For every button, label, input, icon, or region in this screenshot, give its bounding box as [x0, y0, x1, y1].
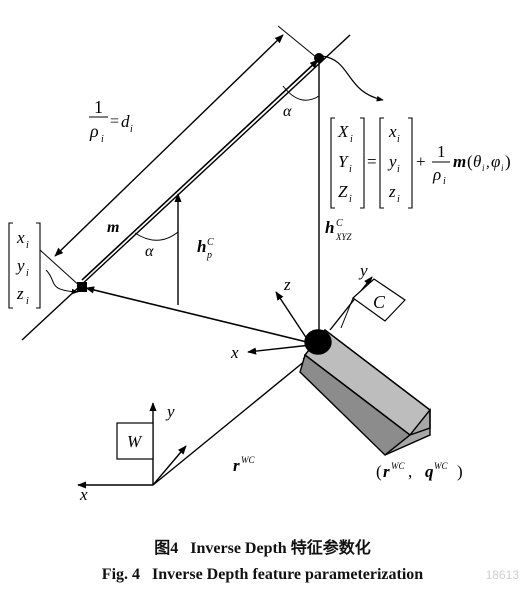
camera-x-axis — [247, 344, 312, 355]
inv-rho-equals: = — [110, 113, 119, 130]
h-p-sub: p — [206, 250, 212, 261]
feature-x-sub: i — [26, 240, 29, 251]
world-y-label: y — [165, 402, 175, 421]
feature-point-marker — [77, 282, 87, 292]
camera-z-axis — [275, 291, 312, 346]
r-wc-label: r — [233, 456, 240, 475]
feature-z-sub: i — [26, 296, 29, 307]
eq-equals: = — [367, 152, 377, 171]
feature-y-sub: i — [26, 268, 29, 279]
dimension-tick-bottom — [39, 249, 83, 289]
eq-plus: + — [416, 152, 426, 171]
eq-comma: , — [486, 155, 490, 171]
r-wc-sup: WC — [241, 455, 255, 465]
depth-dimension-line — [54, 34, 284, 257]
eq-phi-sub: i — [501, 163, 504, 173]
eq-frac-den: ρ — [432, 165, 441, 184]
camera-z-label: z — [283, 275, 291, 294]
camera-y-label: y — [358, 261, 368, 280]
eq-X: X — [337, 122, 349, 141]
feature-x: x — [16, 228, 25, 247]
h-xyz-sup: C — [336, 218, 343, 229]
eq-z: z — [388, 182, 396, 201]
eq-Y-sub: i — [349, 164, 352, 175]
top-curly-arrow — [321, 55, 384, 102]
pose-close: ) — [457, 462, 463, 481]
eq-frac-num: 1 — [437, 142, 446, 161]
inv-rho-numerator: 1 — [94, 97, 103, 117]
eq-m: m — [453, 152, 466, 171]
world-W-label: W — [127, 432, 143, 451]
pose-sep: , — [408, 462, 412, 481]
depth-d-sub: i — [130, 124, 133, 135]
r-wc-vector — [152, 355, 312, 486]
pose-q: q — [425, 462, 434, 481]
world-x-label: x — [79, 485, 88, 504]
h-p-label: h — [197, 237, 206, 256]
pose-r-sup: WC — [391, 461, 405, 471]
inverse-depth-diagram: 1 ρ i = d i α α m h C p h C XYZ x i y i … — [8, 25, 511, 504]
feature-z: z — [16, 284, 24, 303]
m-vector-label: m — [107, 219, 119, 236]
camera-lens — [304, 329, 332, 355]
pose-open: ( — [376, 462, 382, 481]
feature-vector-brackets — [8, 222, 41, 309]
equation-brackets — [330, 117, 413, 209]
ray-line — [21, 34, 351, 341]
eq-phi: φ — [491, 152, 500, 171]
eq-y-sub: i — [397, 164, 400, 175]
watermark-text: 18613 — [485, 568, 519, 582]
eq-x-sub: i — [397, 134, 400, 145]
feature-y: y — [15, 256, 25, 275]
eq-y: y — [387, 152, 397, 171]
eq-theta: θ — [473, 152, 481, 171]
h-p-sup: C — [207, 237, 214, 248]
alpha-arc-top — [282, 85, 320, 101]
eq-X-sub: i — [350, 134, 353, 145]
figure-caption-chinese: 图4 Inverse Depth 特征参数化 — [154, 540, 371, 557]
inv-rho-denominator: ρ — [89, 121, 99, 141]
h-xyz-label: h — [325, 218, 334, 237]
depth-d: d — [121, 112, 130, 131]
pose-q-sup: WC — [434, 461, 448, 471]
eq-paren-close: ) — [505, 152, 511, 171]
alpha-arc-mid — [134, 231, 179, 241]
camera-label-box — [340, 278, 406, 329]
eq-paren-open: ( — [467, 152, 473, 171]
eq-Z-sub: i — [349, 194, 352, 205]
eq-Y: Y — [338, 152, 349, 171]
m-vector-line — [81, 59, 319, 281]
eq-x: x — [388, 122, 397, 141]
eq-theta-sub: i — [482, 163, 485, 173]
h-p-vector — [85, 286, 320, 346]
h-xyz-sub: XYZ — [335, 232, 353, 242]
camera-body — [299, 329, 431, 456]
world-label-box — [116, 422, 154, 460]
world-diag-axis — [152, 445, 187, 486]
camera-x-label: x — [230, 343, 239, 362]
top-point-marker — [314, 53, 324, 63]
eq-z-sub: i — [397, 194, 400, 205]
pose-r: r — [383, 462, 390, 481]
eq-Z: Z — [338, 182, 348, 201]
camera-C-label: C — [373, 292, 386, 312]
inv-rho-sub: i — [101, 134, 104, 145]
alpha-mid-label: α — [145, 243, 154, 260]
feature-curly-arrow — [45, 269, 79, 295]
eq-frac-den-sub: i — [443, 176, 446, 187]
alpha-top-label: α — [283, 103, 292, 120]
figure-caption-english: Fig. 4 Inverse Depth feature parameteriz… — [101, 566, 424, 583]
